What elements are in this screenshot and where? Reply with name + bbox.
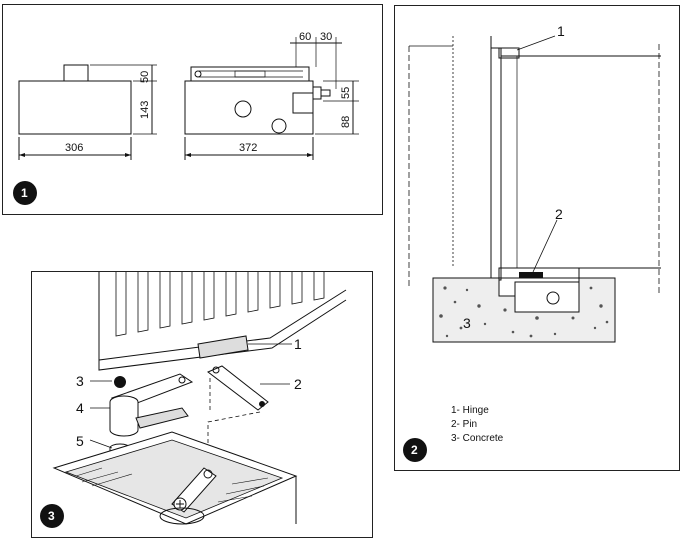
dimension-drawing: 306 50 143 372 60 30 xyxy=(13,31,359,205)
dim-height-top: 50 xyxy=(139,71,151,83)
callout-link-arm: 2 xyxy=(294,376,302,392)
callout-pivot: 4 xyxy=(76,400,84,416)
figure-badge xyxy=(13,181,37,205)
dim-height-main: 143 xyxy=(139,101,151,119)
callout-concrete: 3 xyxy=(463,315,471,331)
legend-pin: 2- Pin xyxy=(451,419,477,430)
callout-ball: 3 xyxy=(76,373,84,389)
dim-right-a: 55 xyxy=(340,87,352,99)
legend-hinge: 1- Hinge xyxy=(451,405,489,416)
exploded-drawing: 1 3 4 2 5 xyxy=(40,272,347,528)
figure-badge xyxy=(403,438,427,462)
dim-top-gap-b: 30 xyxy=(320,31,332,43)
figure-badge-number: 2 xyxy=(411,443,418,457)
figure-badge xyxy=(40,504,64,528)
legend-concrete: 3- Concrete xyxy=(451,433,504,444)
panel-installation-section: 1 2 3 1- Hinge 2- Pin 3- Concrete 2 xyxy=(394,5,680,471)
operator-shaft xyxy=(63,64,89,82)
installation-drawing: 1 2 3 1- Hinge 2- Pin 3- Concrete 2 xyxy=(403,23,661,462)
dim-top-gap-a: 60 xyxy=(299,31,311,43)
operator-side-view xyxy=(18,80,132,135)
operator-front-view xyxy=(184,80,314,135)
dim-width-left: 306 xyxy=(65,142,83,154)
panel-exploded-assembly: 1 3 4 2 5 xyxy=(31,271,373,538)
figure-badge-number: 3 xyxy=(48,509,55,523)
dim-width-right: 372 xyxy=(239,142,257,154)
callout-shaft: 5 xyxy=(76,433,84,449)
figure-badge-number: 1 xyxy=(21,186,28,200)
callout-gate-bracket: 1 xyxy=(294,336,302,352)
callout-pin: 2 xyxy=(555,206,563,222)
dim-right-b: 88 xyxy=(340,116,352,128)
panel-dimensions: 306 50 143 372 60 30 xyxy=(2,4,383,215)
callout-hinge: 1 xyxy=(557,23,565,39)
